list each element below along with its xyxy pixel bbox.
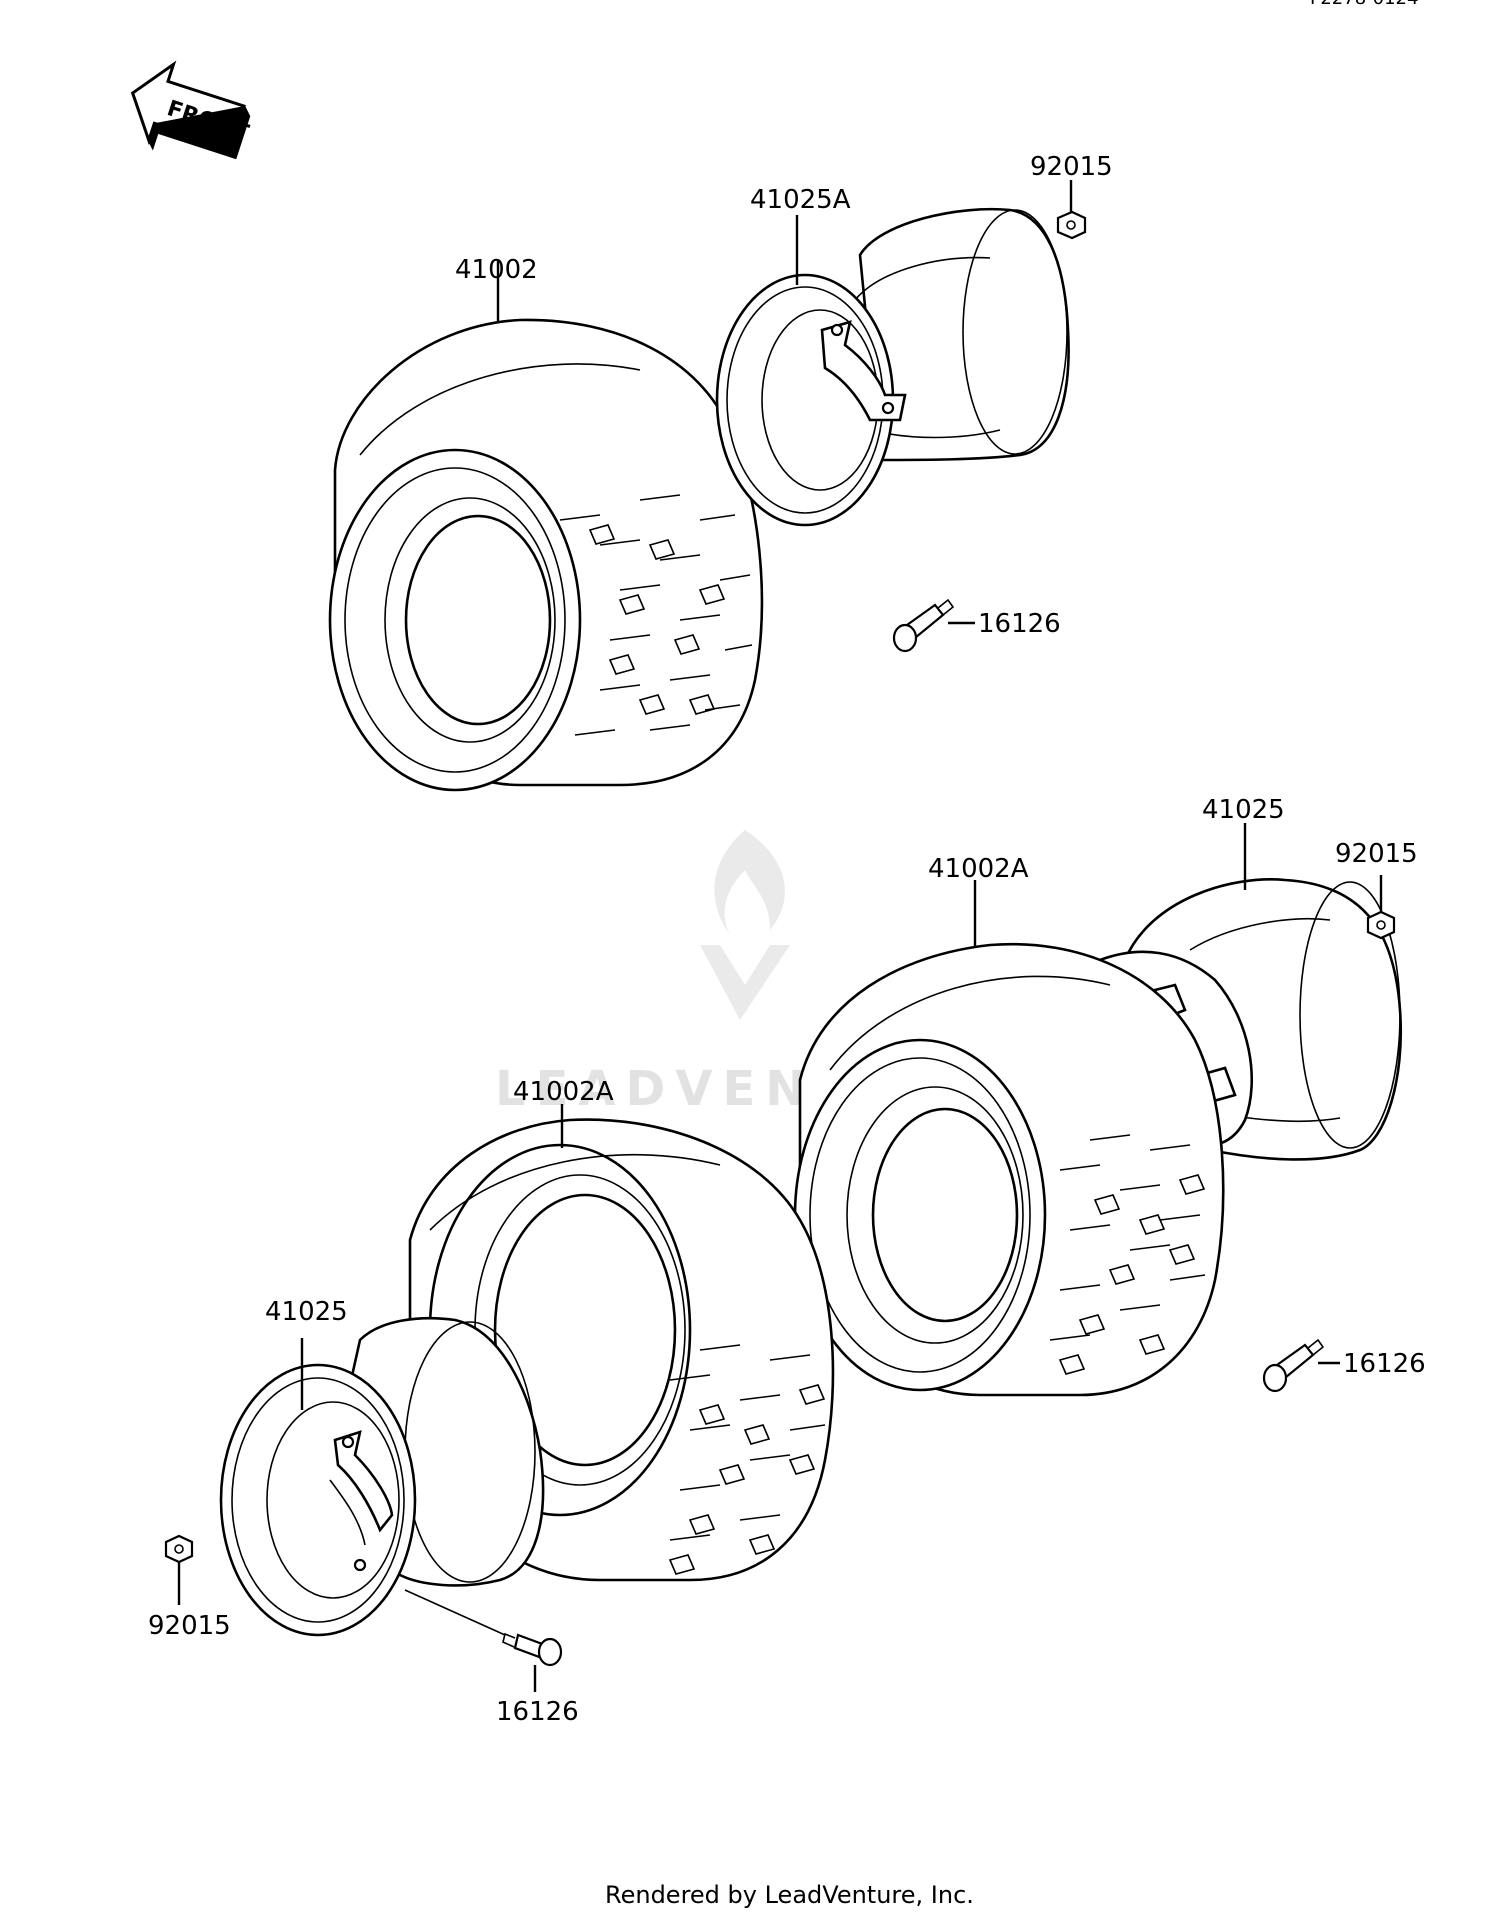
nut-right-icon: [1366, 910, 1396, 940]
callout-top-wheel: 41025A: [750, 185, 851, 215]
callout-left-nut: 92015: [148, 1611, 231, 1641]
callout-right-nut: 92015: [1335, 839, 1418, 869]
callout-top-valve: 16126: [978, 609, 1061, 639]
callout-left-wheel: 41025: [265, 1297, 348, 1327]
valve-stem-left-icon: [502, 1632, 563, 1667]
wheel-left: [219, 1316, 545, 1637]
diagram-ref: F2278-0124: [1310, 0, 1418, 9]
callout-top-nut: 92015: [1030, 152, 1113, 182]
watermark-logo-icon: [700, 830, 790, 1020]
callout-top-tire: 41002: [455, 255, 538, 285]
tire-top: [328, 318, 764, 792]
tire-right: [793, 942, 1225, 1397]
callout-left-tire: 41002A: [513, 1077, 614, 1107]
callout-right-tire: 41002A: [928, 854, 1029, 884]
footer-credit: Rendered by LeadVenture, Inc.: [605, 1881, 974, 1909]
front-arrow-icon: FRONT: [130, 60, 252, 160]
callout-right-valve: 16126: [1343, 1349, 1426, 1379]
nut-top-icon: [1056, 210, 1087, 240]
wheel-top: [715, 207, 1070, 527]
nut-left-icon: [164, 1534, 194, 1564]
valve-guide-line: [404, 1589, 506, 1636]
valve-stem-top-icon: [892, 598, 955, 653]
callout-left-valve: 16126: [496, 1697, 579, 1727]
valve-stem-right-icon: [1262, 1338, 1325, 1393]
tire-left: [408, 1118, 835, 1582]
callout-right-wheel: 41025: [1202, 795, 1285, 825]
